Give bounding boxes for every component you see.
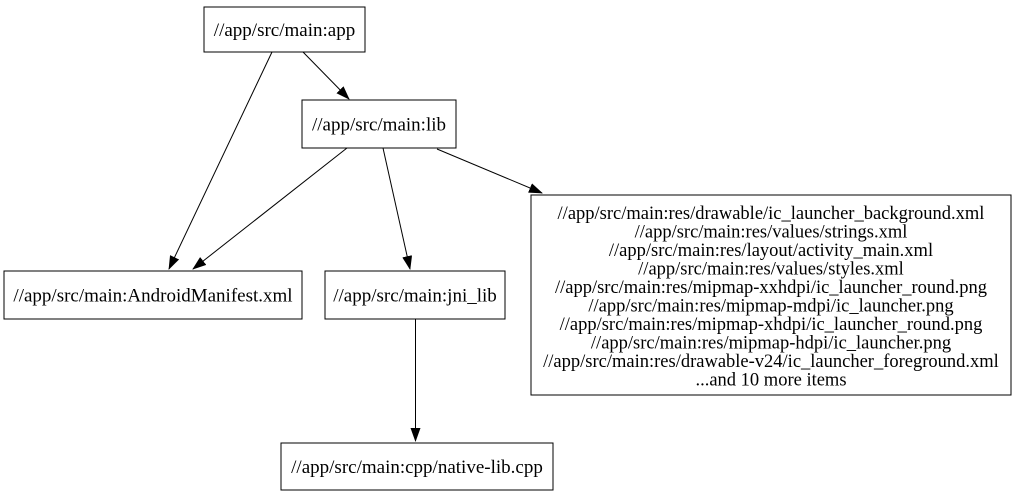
node-android-manifest-label: //app/src/main:AndroidManifest.xml xyxy=(13,286,292,307)
node-lib: //app/src/main:lib xyxy=(301,99,457,149)
edge-app-to-lib xyxy=(302,51,350,100)
node-res-files-box xyxy=(530,194,1012,396)
node-lib-box xyxy=(301,99,457,149)
node-native-lib-cpp-box xyxy=(280,442,554,491)
node-jni-lib: //app/src/main:jni_lib xyxy=(324,270,506,320)
node-native-lib-cpp-label: //app/src/main:cpp/native-lib.cpp xyxy=(291,457,543,478)
node-res-files-line: //app/src/main:res/values/styles.xml xyxy=(638,260,904,280)
node-jni-lib-label: //app/src/main:jni_lib xyxy=(333,286,497,307)
node-jni-lib-box xyxy=(324,270,506,320)
node-android-manifest: //app/src/main:AndroidManifest.xml xyxy=(3,270,303,320)
node-res-files-line: //app/src/main:res/drawable/ic_launcher_… xyxy=(558,204,985,224)
node-app: //app/src/main:app xyxy=(203,6,366,53)
node-res-files-line: //app/src/main:res/mipmap-mdpi/ic_launch… xyxy=(588,297,953,317)
node-res-files: //app/src/main:res/drawable/ic_launcher_… xyxy=(530,194,1012,396)
node-lib-label: //app/src/main:lib xyxy=(312,115,446,136)
node-res-files-line: //app/src/main:res/values/strings.xml xyxy=(635,223,908,243)
node-app-label: //app/src/main:app xyxy=(214,20,355,41)
edge-lib-to-res-files xyxy=(436,148,543,194)
edge-app-to-android-manifest xyxy=(168,51,273,270)
edge-lib-to-jni-lib xyxy=(382,147,413,270)
node-app-box xyxy=(203,6,366,53)
node-res-files-line: ...and 10 more items xyxy=(695,371,846,391)
node-res-files-line: //app/src/main:res/mipmap-xhdpi/ic_launc… xyxy=(560,315,983,335)
edge-lib-to-android-manifest xyxy=(192,147,348,270)
node-res-files-line: //app/src/main:res/drawable-v24/ic_launc… xyxy=(543,352,999,372)
node-native-lib-cpp: //app/src/main:cpp/native-lib.cpp xyxy=(280,442,554,491)
node-res-files-line: //app/src/main:res/mipmap-xxhdpi/ic_laun… xyxy=(555,278,987,298)
node-android-manifest-box xyxy=(3,270,303,320)
node-res-files-line: //app/src/main:res/mipmap-hdpi/ic_launch… xyxy=(591,334,951,354)
node-res-files-line: //app/src/main:res/layout/activity_main.… xyxy=(609,241,933,261)
edges xyxy=(168,51,543,442)
